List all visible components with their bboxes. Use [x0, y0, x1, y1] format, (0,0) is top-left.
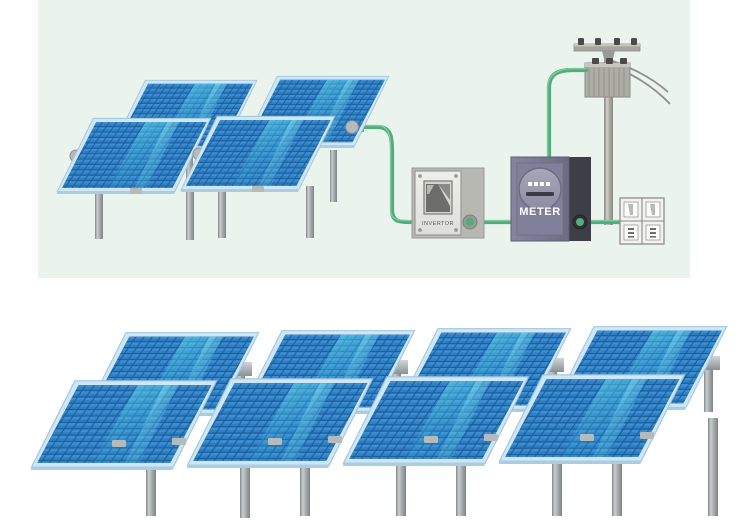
meter-box[interactable]: METER — [510, 156, 591, 242]
utility-pole — [573, 38, 671, 225]
breaker-icon — [623, 201, 661, 241]
inverter-box[interactable]: INVERTOR — [411, 167, 485, 239]
meter-dial-icon — [518, 167, 562, 211]
farm-panel-front-1 — [31, 381, 250, 518]
transformer-icon — [584, 58, 631, 98]
farm-panel-front-4 — [499, 375, 718, 516]
inverter-icon — [423, 180, 453, 215]
farm-panel-front-3 — [343, 377, 562, 516]
meter-label: METER — [519, 206, 561, 218]
top-panel-front-2 — [181, 116, 335, 238]
inverter-label: INVERTOR — [422, 221, 454, 227]
breaker-panel[interactable] — [619, 197, 665, 245]
top-panel-back-2 — [243, 76, 389, 202]
top-panel-front-1 — [57, 118, 211, 240]
insulator-icon — [578, 38, 637, 45]
farm-panel-back-4 — [553, 327, 727, 412]
farm-panel-front-2 — [187, 379, 406, 516]
